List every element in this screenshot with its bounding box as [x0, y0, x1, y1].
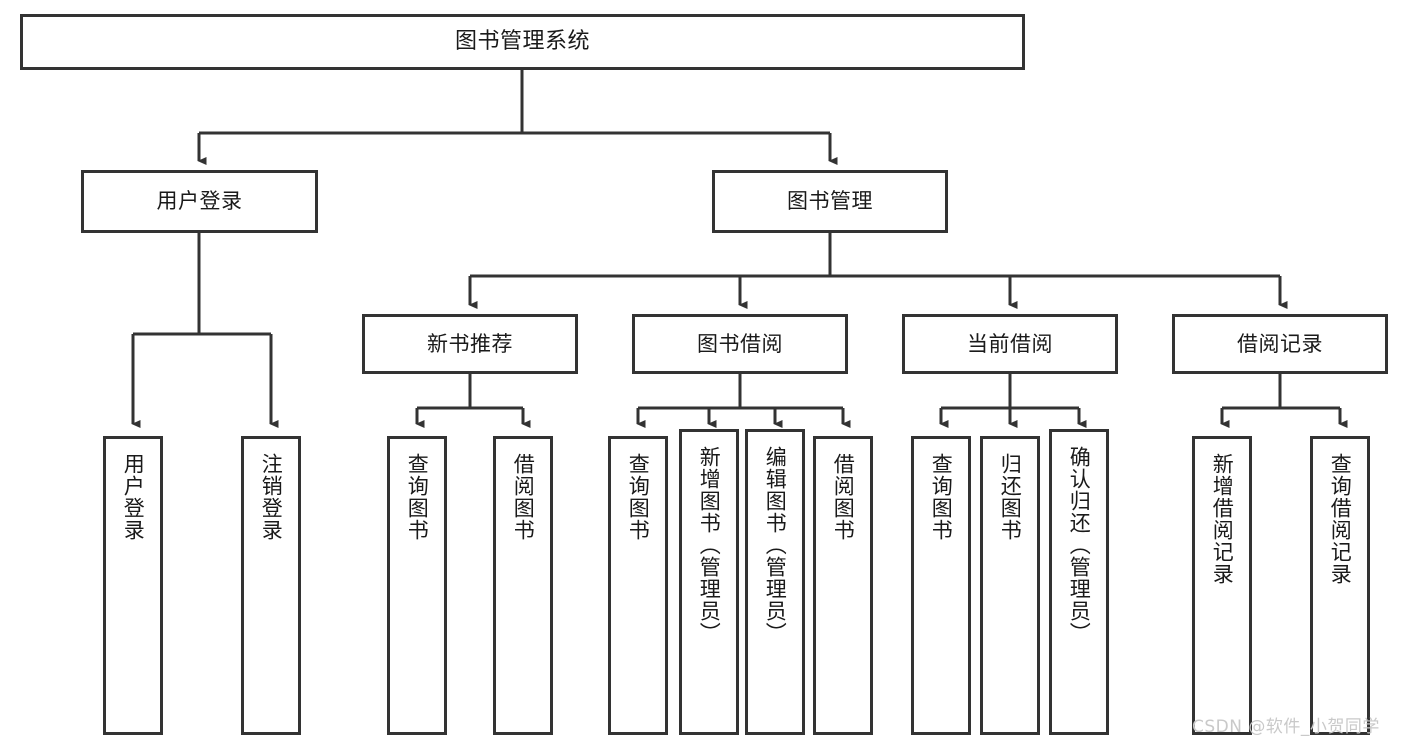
node-label: 当前借阅	[967, 331, 1053, 356]
leaf-add-book-admin[interactable]: 新增图书（管理员）	[679, 429, 739, 735]
node-current-borrowing[interactable]: 当前借阅	[902, 314, 1118, 374]
leaf-user-login[interactable]: 用户登录	[103, 436, 163, 735]
node-label: 编辑图书（管理员）	[763, 446, 788, 644]
node-label: 新书推荐	[427, 331, 513, 356]
leaf-borrow-book-recommendation[interactable]: 借阅图书	[493, 436, 553, 735]
node-label: 借阅图书	[511, 453, 536, 541]
node-label: 归还图书	[998, 453, 1023, 541]
node-borrowing-record[interactable]: 借阅记录	[1172, 314, 1388, 374]
node-label: 用户登录	[156, 189, 243, 214]
leaf-logout-login[interactable]: 注销登录	[241, 436, 301, 735]
node-label: 图书借阅	[697, 331, 783, 356]
node-label: 查询借阅记录	[1328, 453, 1353, 585]
node-label: 图书管理系统	[454, 29, 590, 55]
leaf-confirm-return-admin[interactable]: 确认归还（管理员）	[1049, 429, 1109, 735]
node-book-management[interactable]: 图书管理	[712, 170, 948, 233]
leaf-query-book-current[interactable]: 查询图书	[911, 436, 971, 735]
leaf-edit-book-admin[interactable]: 编辑图书（管理员）	[745, 429, 805, 735]
leaf-query-book-recommendation[interactable]: 查询图书	[387, 436, 447, 735]
node-new-book-recommendation[interactable]: 新书推荐	[362, 314, 578, 374]
leaf-return-book[interactable]: 归还图书	[980, 436, 1040, 735]
node-label: 确认归还（管理员）	[1067, 446, 1092, 644]
node-label: 图书管理	[787, 189, 873, 214]
node-label: 新增借阅记录	[1210, 453, 1235, 585]
node-label: 借阅记录	[1237, 331, 1323, 356]
leaf-query-borrow-record[interactable]: 查询借阅记录	[1310, 436, 1370, 735]
node-root-system[interactable]: 图书管理系统	[20, 14, 1025, 70]
node-label: 查询图书	[929, 453, 954, 541]
node-label: 注销登录	[259, 453, 284, 541]
node-label: 借阅图书	[831, 453, 856, 541]
node-label: 新增图书（管理员）	[697, 446, 722, 644]
node-label: 查询图书	[626, 453, 651, 541]
node-user-login[interactable]: 用户登录	[81, 170, 318, 233]
node-label: 用户登录	[121, 453, 146, 541]
leaf-add-borrow-record[interactable]: 新增借阅记录	[1192, 436, 1252, 735]
node-label: 查询图书	[405, 453, 430, 541]
leaf-query-book-borrowing[interactable]: 查询图书	[608, 436, 668, 735]
csdn-watermark: CSDN @软件_小贺同学	[1192, 717, 1380, 737]
leaf-borrow-book-borrowing[interactable]: 借阅图书	[813, 436, 873, 735]
node-book-borrowing[interactable]: 图书借阅	[632, 314, 848, 374]
